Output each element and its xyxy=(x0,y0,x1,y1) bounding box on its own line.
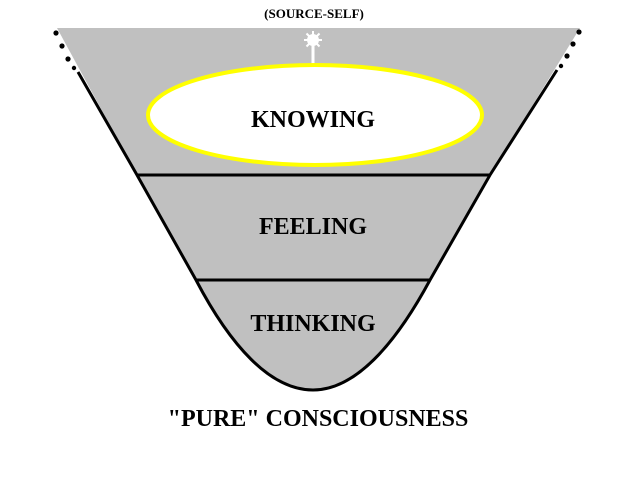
dotted-edge-right xyxy=(558,29,582,69)
knowing-label: KNOWING xyxy=(251,107,375,133)
pure-consciousness-label: "PURE" CONSCIOUSNESS xyxy=(168,406,469,432)
dotted-edge-left xyxy=(53,30,77,71)
feeling-label: FEELING xyxy=(259,214,367,240)
starburst-icon xyxy=(304,31,322,49)
source-self-label: (SOURCE-SELF) xyxy=(264,6,364,21)
thinking-label: THINKING xyxy=(250,311,376,337)
knowing-ellipse xyxy=(146,63,484,167)
